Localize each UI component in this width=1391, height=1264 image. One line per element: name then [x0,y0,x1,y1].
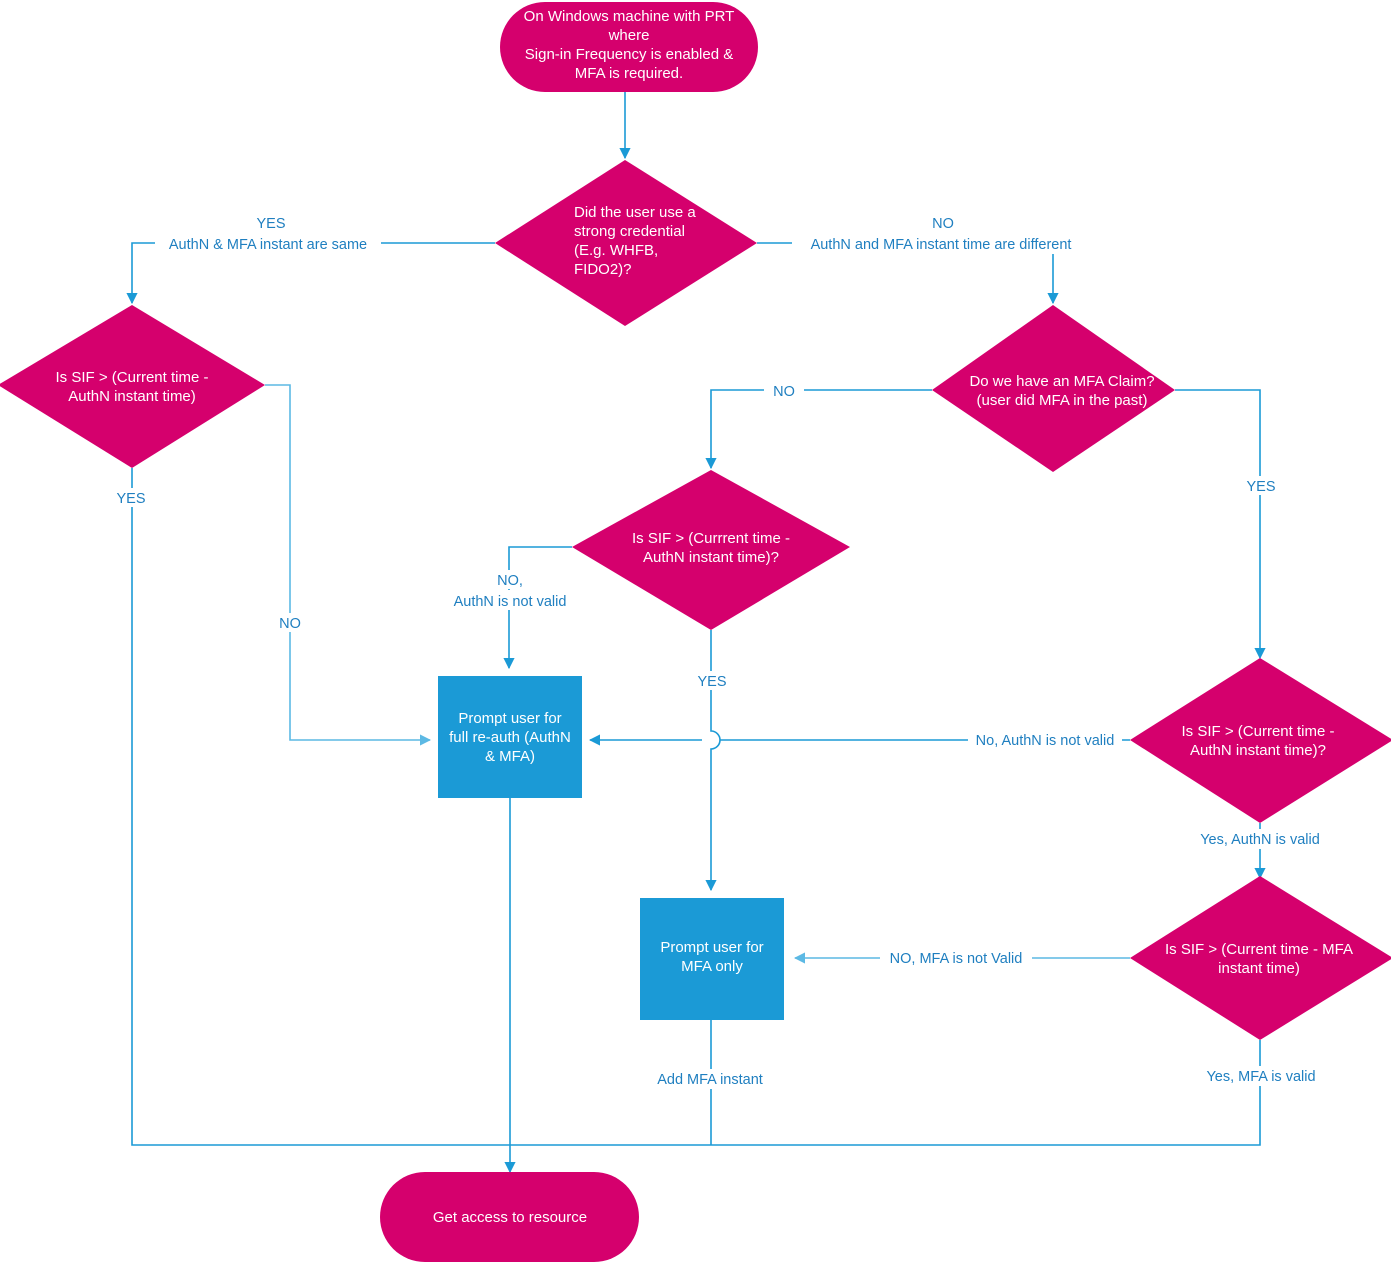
full-reauth-line-3: & MFA) [485,748,535,765]
full-reauth-shape [438,676,582,798]
edge-mfaclaim-yes [1175,389,1266,660]
edge-centersif-yes [705,630,721,892]
label-add-mfa-instant: Add MFA instant [657,1072,763,1088]
sif-right-authn-line-2: AuthN instant time)? [1190,742,1326,759]
edge-centersif-no [503,546,572,670]
label-rightauthn-no: No, AuthN is not valid [976,733,1115,749]
label-bg-claim-yes [1239,476,1283,495]
end-shape [380,1172,639,1262]
sif-right-mfa-shape [1130,876,1391,1040]
node-process-mfa-only: Prompt user for MFA only [640,898,784,1020]
start-line-4: MFA is required. [575,65,683,82]
label-bg-right-yes-authn [1193,829,1327,849]
mfa-only-shape [640,898,784,1020]
label-bg-add-mfa-instant [645,1069,775,1089]
label-bg-center-yes [690,671,734,690]
label-bg-left-yes [110,488,154,507]
full-reauth-line-1: Prompt user for [458,710,561,727]
node-decision-sif-left: Is SIF > (Current time - AuthN instant t… [0,305,265,468]
node-start: On Windows machine with PRT where Sign-i… [500,2,758,92]
label-bg-no-diff-2 [792,234,1090,254]
label-bg-right-yes-mfa [1197,1066,1325,1086]
strong-credential-line-4: FIDO2)? [574,261,632,278]
label-strongcred-yes: YES [256,216,285,232]
label-strongcred-yes-detail: AuthN & MFA instant are same [169,237,367,253]
sif-center-line-2: AuthN instant time)? [643,549,779,566]
strong-credential-line-3: (E.g. WHFB, [574,242,658,259]
label-bg-claim-no [764,381,804,400]
node-process-full-reauth: Prompt user for full re-auth (AuthN & MF… [438,676,582,798]
start-line-3: Sign-in Frequency is enabled & [525,46,733,63]
node-end: Get access to resource [380,1172,639,1262]
start-line-1: On Windows machine with PRT [524,8,735,25]
label-bg-right-no-mfa [880,948,1032,968]
strong-credential-line-2: strong credential [574,223,685,240]
label-mfaclaim-yes: YES [1246,479,1275,495]
mfa-claim-line-2: (user did MFA in the past) [977,392,1148,409]
node-decision-strong-credential: Did the user use a strong credential (E.… [495,160,757,326]
full-reauth-line-2: full re-auth (AuthN [449,729,571,746]
node-decision-mfa-claim: Do we have an MFA Claim? (user did MFA i… [932,305,1175,472]
label-centersif-no-detail: AuthN is not valid [454,594,567,610]
label-bg-right-no-authn [968,730,1122,750]
sif-left-line-1: Is SIF > (Current time - [56,369,209,386]
node-decision-sif-right-mfa: Is SIF > (Current time - MFA instant tim… [1130,876,1391,1040]
label-bg-left-no [270,613,310,632]
label-centersif-no: NO, [497,573,523,589]
sif-right-authn-line-1: Is SIF > (Current time - [1182,723,1335,740]
edge-leftsif-yes [131,468,510,1146]
node-decision-sif-center: Is SIF > (Currrent time - AuthN instant … [572,470,850,630]
node-decision-sif-right-authn: Is SIF > (Current time - AuthN instant t… [1130,658,1391,823]
sif-center-shape [572,470,850,630]
strong-credential-shape [495,160,757,326]
label-rightmfa-yes: Yes, MFA is valid [1206,1069,1315,1085]
label-rightauthn-yes: Yes, AuthN is valid [1200,832,1320,848]
sif-left-line-2: AuthN instant time) [68,388,196,405]
sif-right-mfa-line-2: instant time) [1218,960,1300,977]
label-strongcred-no-detail: AuthN and MFA instant time are different [811,237,1072,253]
strong-credential-line-1: Did the user use a [574,204,696,221]
label-leftsif-no: NO [279,616,301,632]
start-shape [500,2,758,92]
label-rightmfa-no: NO, MFA is not Valid [890,951,1023,967]
edge-mfaclaim-no [705,389,932,470]
sif-center-line-1: Is SIF > (Currrent time - [632,530,790,547]
label-bg-center-no-1 [490,570,530,589]
label-mfaclaim-no: NO [773,384,795,400]
edge-rightmfa-yes [510,1040,1261,1146]
label-leftsif-yes: YES [116,491,145,507]
label-bg-no-diff-1 [922,214,964,233]
sif-left-shape [0,305,265,468]
label-centersif-yes: YES [697,674,726,690]
sif-right-authn-shape [1130,658,1391,823]
sif-right-mfa-line-1: Is SIF > (Current time - MFA [1165,941,1353,958]
mfa-claim-line-1: Do we have an MFA Claim? [969,373,1154,390]
end-label: Get access to resource [433,1209,587,1226]
mfa-only-line-1: Prompt user for [660,939,763,956]
edge-leftsif-no [265,384,432,746]
label-bg-yes-same-2 [155,234,381,254]
label-bg-center-no-2 [441,590,581,610]
mfa-claim-shape [932,305,1175,472]
label-strongcred-no: NO [932,216,954,232]
start-line-2: where [608,27,650,44]
label-bg-yes-same-1 [249,214,293,233]
edge-labels-layer: YES AuthN & MFA instant are same NO Auth… [110,214,1327,1089]
mfa-only-line-2: MFA only [681,958,743,975]
